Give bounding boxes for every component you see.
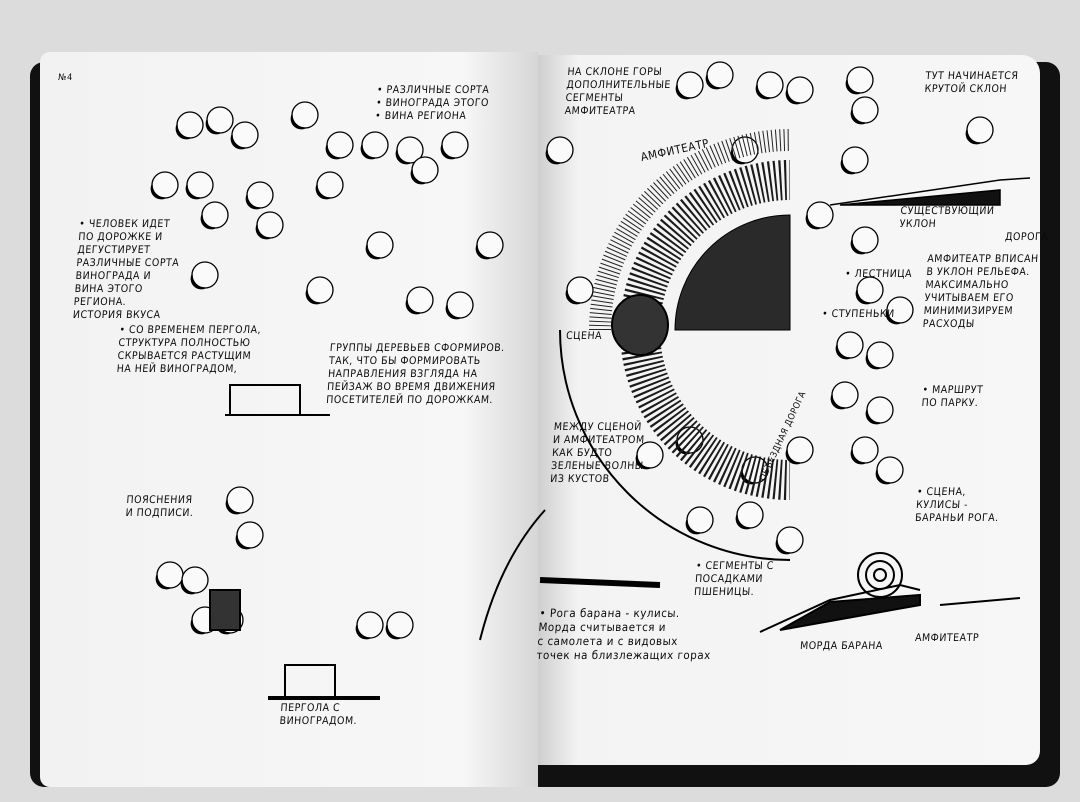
amphitheatre-plan <box>559 129 791 561</box>
tree-shadow-icon <box>855 289 871 305</box>
note-existing-slope: существующий уклон <box>899 205 995 230</box>
tree-shadow-icon <box>200 214 216 230</box>
tree-shadow-icon <box>185 184 201 200</box>
note-park-route: • Маршрут по парку. <box>921 384 984 409</box>
tree-shadow-icon <box>775 539 791 555</box>
pergola-sketches <box>209 384 380 700</box>
note-staircase: • Лестница <box>844 268 913 280</box>
note-amphitheatre-fit: Амфитеатр вписан в уклон рельефа. Максим… <box>922 253 1040 330</box>
note-grape-varieties: • Различные сорта • винограда этого • ви… <box>374 84 490 122</box>
tree-shadow-icon <box>830 394 846 410</box>
tree-shadow-icon <box>835 344 851 360</box>
tree-shadow-icon <box>685 519 701 535</box>
tree-shadow-icon <box>150 184 166 200</box>
note-tree-groups: Группы деревьев сформиров. так, что бы ф… <box>325 342 506 406</box>
tree-shadow-icon <box>850 109 866 125</box>
note-steep-slope: Тут начинается крутой склон <box>924 70 1019 95</box>
tree-shadow-icon <box>395 149 411 165</box>
slope-section <box>829 177 1031 206</box>
tree-canopies <box>150 61 994 640</box>
tree-shadow-icon <box>445 304 461 320</box>
tree-shadow-icon <box>175 124 191 140</box>
tree-shadow-icon <box>190 619 206 635</box>
tree-shadow-icon <box>440 144 456 160</box>
note-ram-muzzle: Морда барана <box>799 640 884 652</box>
note-stage: Сцена <box>565 330 603 342</box>
ram-head-section <box>479 509 1021 641</box>
note-pergola-over-time: • Со временем пергола, структура полност… <box>116 324 262 375</box>
right-page <box>538 55 1040 765</box>
tree-shadow-icon <box>205 119 221 135</box>
tree-shadow-icon <box>315 184 331 200</box>
tree-shadow-icon <box>675 84 691 100</box>
page-mark: №4 <box>57 73 73 83</box>
tree-shadow-icon <box>405 299 421 315</box>
note-pergola-with-grapes: Пергола с виноградом. <box>279 702 358 727</box>
tree-shadow-icon <box>850 239 866 255</box>
note-person-walks: • Человек идет по дорожке и дегустирует … <box>72 218 180 321</box>
tree-shadow-icon <box>255 224 271 240</box>
tree-shadow-icon <box>850 449 866 465</box>
note-between-stage: Между сценой и амфитеатром как будто зел… <box>549 421 645 485</box>
stage-shape <box>611 294 669 356</box>
tree-shadow-icon <box>355 624 371 640</box>
tree-shadow-icon <box>635 454 651 470</box>
tree-shadow-icon <box>245 194 261 210</box>
note-ram-horns: • Рога барана - кулисы. Морда считываетс… <box>536 606 712 662</box>
tree-shadow-icon <box>410 169 426 185</box>
tree-shadow-icon <box>840 159 856 175</box>
note-amphitheatre-label: Амфитеатр <box>914 632 980 644</box>
tree-shadow-icon <box>545 149 561 165</box>
tree-shadow-icon <box>875 469 891 485</box>
note-road: Дорога <box>1004 231 1049 243</box>
tree-shadow-icon <box>705 74 721 90</box>
tree-shadow-icon <box>290 114 306 130</box>
tree-shadow-icon <box>360 144 376 160</box>
note-stage-wings: • Сцена, кулисы - бараньи рога. <box>914 486 1000 524</box>
tree-shadow-icon <box>190 274 206 290</box>
tree-shadow-icon <box>865 354 881 370</box>
tree-shadow-icon <box>885 309 901 325</box>
tree-shadow-icon <box>155 574 171 590</box>
tree-shadow-icon <box>235 534 251 550</box>
tree-shadow-icon <box>565 289 581 305</box>
tree-shadow-icon <box>735 514 751 530</box>
note-explanations: Пояснения и подписи. <box>125 494 194 519</box>
tree-shadow-icon <box>385 624 401 640</box>
note-steps: • Ступеньки <box>821 308 896 320</box>
tree-shadow-icon <box>865 409 881 425</box>
tree-shadow-icon <box>805 214 821 230</box>
tree-shadow-icon <box>755 84 771 100</box>
tree-shadow-icon <box>845 79 861 95</box>
note-mountain-slope: На склоне горы дополнительные сегменты а… <box>564 66 672 117</box>
tree-shadow-icon <box>475 244 491 260</box>
tree-shadow-icon <box>965 129 981 145</box>
tree-shadow-icon <box>365 244 381 260</box>
tree-shadow-icon <box>230 134 246 150</box>
tree-shadow-icon <box>785 89 801 105</box>
note-wheat-segments: • Сегменты с посадками пшеницы. <box>693 560 775 598</box>
tree-shadow-icon <box>225 499 241 515</box>
tree-shadow-icon <box>305 289 321 305</box>
tree-shadow-icon <box>180 579 196 595</box>
tree-shadow-icon <box>325 144 341 160</box>
